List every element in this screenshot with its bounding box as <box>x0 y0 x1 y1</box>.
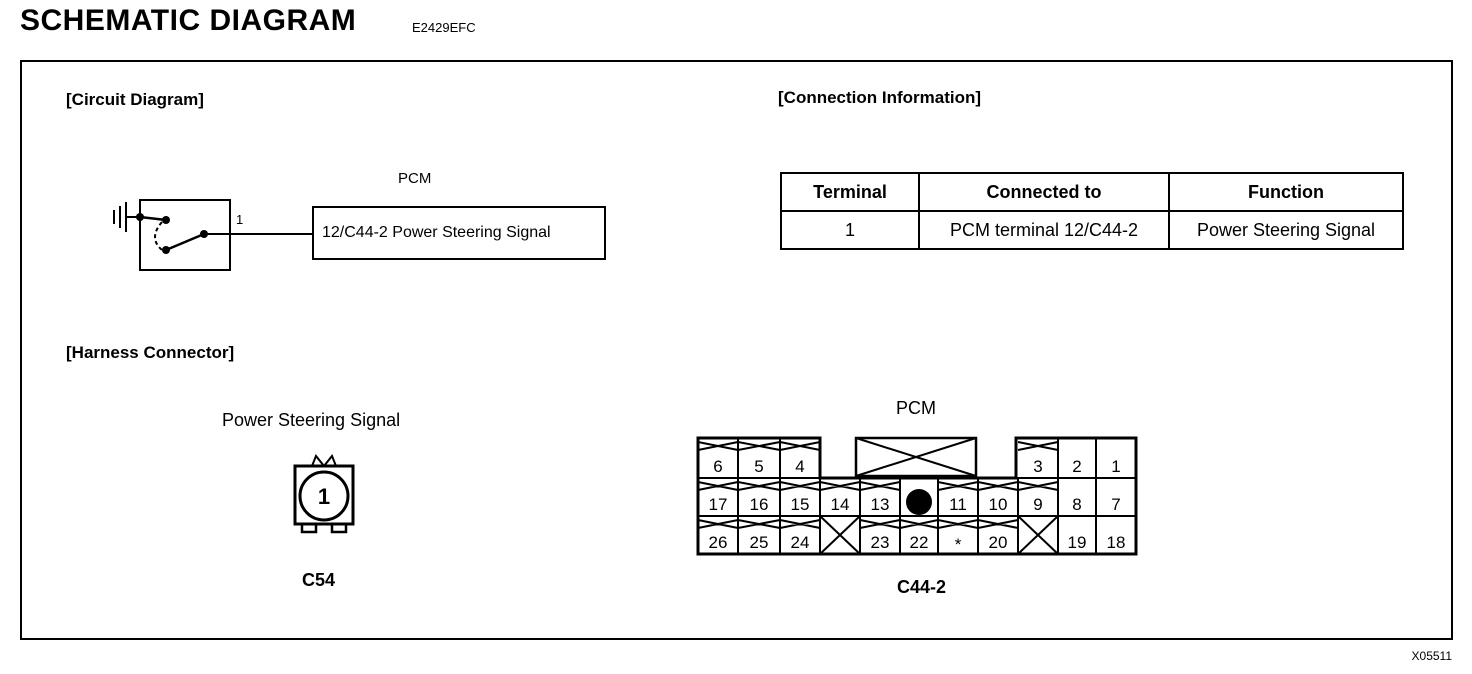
page-title: SCHEMATIC DIAGRAM <box>20 4 357 37</box>
pin-label: 14 <box>831 495 850 514</box>
c54-caption: Power Steering Signal <box>222 410 401 430</box>
figure-reference: X05511 <box>1411 649 1452 663</box>
pin-label: 18 <box>1107 533 1126 552</box>
pin-asterisk: * <box>955 535 962 554</box>
header-terminal: Terminal <box>780 172 920 212</box>
pin-label: 23 <box>871 533 890 552</box>
power-steering-switch-symbol <box>113 199 312 271</box>
pin-label: 13 <box>871 495 890 514</box>
pin-label: 26 <box>709 533 728 552</box>
pin-label: 7 <box>1111 495 1120 514</box>
pin-label: 2 <box>1072 457 1081 476</box>
pin-label: 17 <box>709 495 728 514</box>
pin-label: 3 <box>1033 457 1042 476</box>
pin-label: 20 <box>989 533 1008 552</box>
pin-label: 4 <box>795 457 804 476</box>
pin-label: 6 <box>713 457 722 476</box>
pin-label: 1 <box>1111 457 1120 476</box>
pin-label: 24 <box>791 533 810 552</box>
c54-pin-1: 1 <box>318 484 330 509</box>
switch-terminal-number: 1 <box>236 212 244 227</box>
pin-label: 19 <box>1068 533 1087 552</box>
pcm-connector-caption: PCM <box>896 398 936 418</box>
terminal-12-marker <box>906 489 932 515</box>
pin-label: 10 <box>989 495 1008 514</box>
c44-2-connector: 6 5 4 3 2 1 17 16 15 14 13 11 10 9 8 7 2… <box>696 436 1138 556</box>
pin-label: 16 <box>750 495 769 514</box>
connection-information-heading: [Connection Information] <box>778 88 982 107</box>
pin-label: 5 <box>754 457 763 476</box>
cell-connected-to: PCM terminal 12/C44-2 <box>918 210 1170 250</box>
pin-label: 11 <box>949 495 967 514</box>
pin-label: 15 <box>791 495 810 514</box>
c54-connector: 1 <box>293 454 355 534</box>
harness-connector-heading: [Harness Connector] <box>66 343 235 362</box>
pin-label: 22 <box>910 533 929 552</box>
header-function: Function <box>1168 172 1404 212</box>
header-connected-to: Connected to <box>918 172 1170 212</box>
c54-connector-name: C54 <box>302 570 336 590</box>
pin-label: 9 <box>1033 495 1042 514</box>
cell-function: Power Steering Signal <box>1168 210 1404 250</box>
table-row: 1 PCM terminal 12/C44-2 Power Steering S… <box>780 210 1404 250</box>
connection-table: Terminal Connected to Function 1 PCM ter… <box>780 172 1404 250</box>
pcm-label: PCM <box>398 170 432 187</box>
c44-2-connector-name: C44-2 <box>897 577 947 597</box>
pin-label: 25 <box>750 533 769 552</box>
document-code: E2429EFC <box>412 20 476 35</box>
diagram-frame <box>20 60 1453 640</box>
pcm-terminal-box: 12/C44-2 Power Steering Signal <box>312 206 606 260</box>
pin-label: 8 <box>1072 495 1081 514</box>
circuit-diagram-heading: [Circuit Diagram] <box>66 90 204 109</box>
table-header-row: Terminal Connected to Function <box>780 172 1404 212</box>
cell-terminal: 1 <box>780 210 920 250</box>
